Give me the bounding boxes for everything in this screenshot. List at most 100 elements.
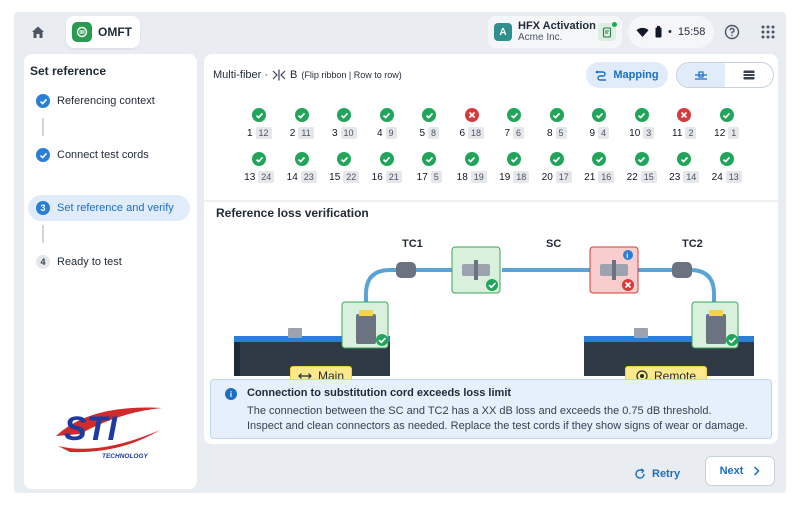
flip-ribbon-icon [272,69,286,81]
home-button[interactable] [26,20,50,44]
fiber-number: 21 [584,171,596,183]
license-icon[interactable] [598,22,617,41]
pass-check-icon [464,152,479,166]
pass-check-icon [507,108,522,122]
pass-check-icon [379,152,394,166]
account-subtitle: Acme Inc. [518,32,563,43]
mapping-label: Mapping [613,69,659,81]
fiber-number: 17 [416,171,428,183]
fiber-number: 12 [714,127,726,139]
account-chip[interactable]: A HFX Activation Acme Inc. [488,16,622,48]
fiber-number: 23 [669,171,681,183]
step-connect-test-cords[interactable]: Connect test cords [28,142,190,168]
svg-text:STI: STI [64,410,118,448]
fiber-number: 11 [672,127,683,139]
pass-check-icon [376,334,388,346]
fiber-pair: 10 [340,127,357,139]
fiber-pair: 17 [555,171,572,183]
fail-x-icon [677,108,692,122]
sc-label: SC [546,238,561,250]
info-icon[interactable] [623,250,633,260]
fiber-number: 1 [246,127,253,139]
pass-check-icon [634,108,649,122]
polarity-type: B [290,69,298,81]
info-icon: i [225,388,237,400]
pass-check-icon [486,279,498,291]
step-label: Referencing context [57,95,155,107]
alert-title: Connection to substitution cord exceeds … [247,387,512,399]
apps-grid-icon [761,25,775,39]
fiber-number: 3 [331,127,338,139]
step-label: Ready to test [57,256,122,268]
fiber-number: 8 [546,127,553,139]
table-view-button[interactable] [725,63,773,87]
pass-check-icon [719,152,734,166]
apps-button[interactable] [756,20,780,44]
fiber-cable [364,268,482,334]
fiber-pair: 2 [685,127,697,139]
status-pill[interactable]: • 15:58 [628,16,714,48]
fiber-number: 7 [504,127,511,139]
diagram-view-button[interactable] [677,63,725,87]
help-button[interactable] [720,20,744,44]
fiber-pair: 18 [468,127,485,139]
step-referencing-context[interactable]: Referencing context [28,88,190,114]
pass-check-icon [592,108,607,122]
step-ready-to-test[interactable]: 4 Ready to test [28,249,190,275]
double-arrow-icon [298,373,312,379]
pass-check-icon [549,108,564,122]
app-chip[interactable]: OMFT [66,16,140,48]
help-icon [724,24,740,40]
account-badge: A [494,23,512,41]
fiber-number: 2 [289,127,296,139]
multifiber-label: Multi-fiber · [213,69,269,81]
diagram-view-icon [695,71,707,80]
pass-check-icon [422,108,437,122]
pass-check-icon [252,108,267,122]
fiber-number: 22 [626,171,638,183]
retry-label: Retry [652,468,681,480]
next-label: Next [719,465,744,477]
next-button[interactable]: Next [705,456,775,486]
fiber-pair: 12 [255,127,272,139]
fiber-pair: 16 [598,171,615,183]
wifi-icon [636,27,649,37]
fiber-pair: 14 [683,171,700,183]
sti-technology-logo: STI TECHNOLOGY [56,407,162,460]
fiber-number: 14 [286,171,298,183]
retry-button[interactable]: Retry [634,464,680,484]
fiber-pair: 18 [513,171,530,183]
step-number: 4 [36,255,50,269]
main-panel: Multi-fiber · B (Flip ribbon | Row to ro… [204,54,778,444]
mapping-button[interactable]: Mapping [586,62,668,88]
step-number: 3 [36,201,50,215]
fiber-number: 16 [371,171,383,183]
alert-body: The connection between the SC and TC2 ha… [247,404,767,434]
step-set-reference-and-verify[interactable]: 3 Set reference and verify [28,195,190,221]
app-name: OMFT [98,25,132,39]
